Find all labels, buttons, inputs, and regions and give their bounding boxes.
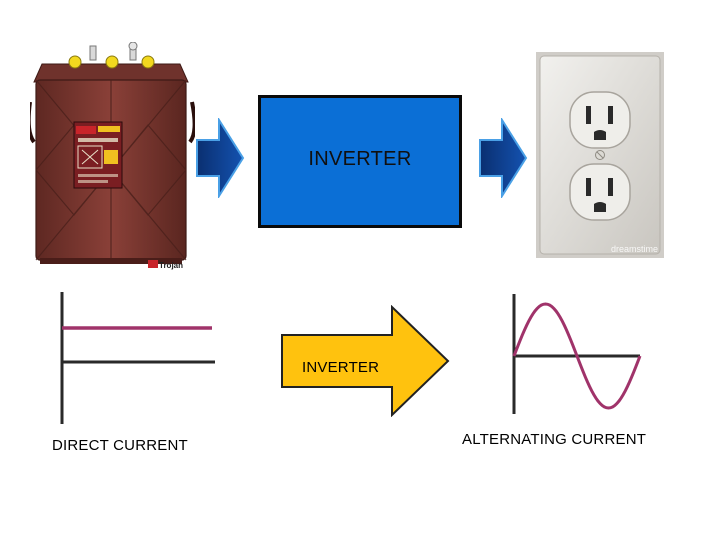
- battery-logo: Trojan: [159, 261, 183, 270]
- inverter-arrow: [281, 305, 450, 417]
- battery-image: Trojan: [30, 42, 195, 270]
- outlet-watermark: dreamstime: [611, 244, 658, 254]
- arrow-right-icon: [479, 118, 528, 198]
- inverter-arrow-label: INVERTER: [302, 359, 380, 376]
- ac-sine-wave: [512, 302, 642, 410]
- alternating-current-label: ALTERNATING CURRENT: [462, 431, 647, 448]
- inverter-box: INVERTER: [258, 95, 462, 228]
- alternating-current-graph: [500, 290, 680, 418]
- direct-current-graph: [50, 282, 230, 427]
- inverter-box-label: INVERTER: [308, 148, 412, 170]
- direct-current-label: DIRECT CURRENT: [52, 437, 188, 454]
- wall-outlet-image: dreamstime: [536, 52, 664, 258]
- arrow-right-icon: [196, 118, 245, 198]
